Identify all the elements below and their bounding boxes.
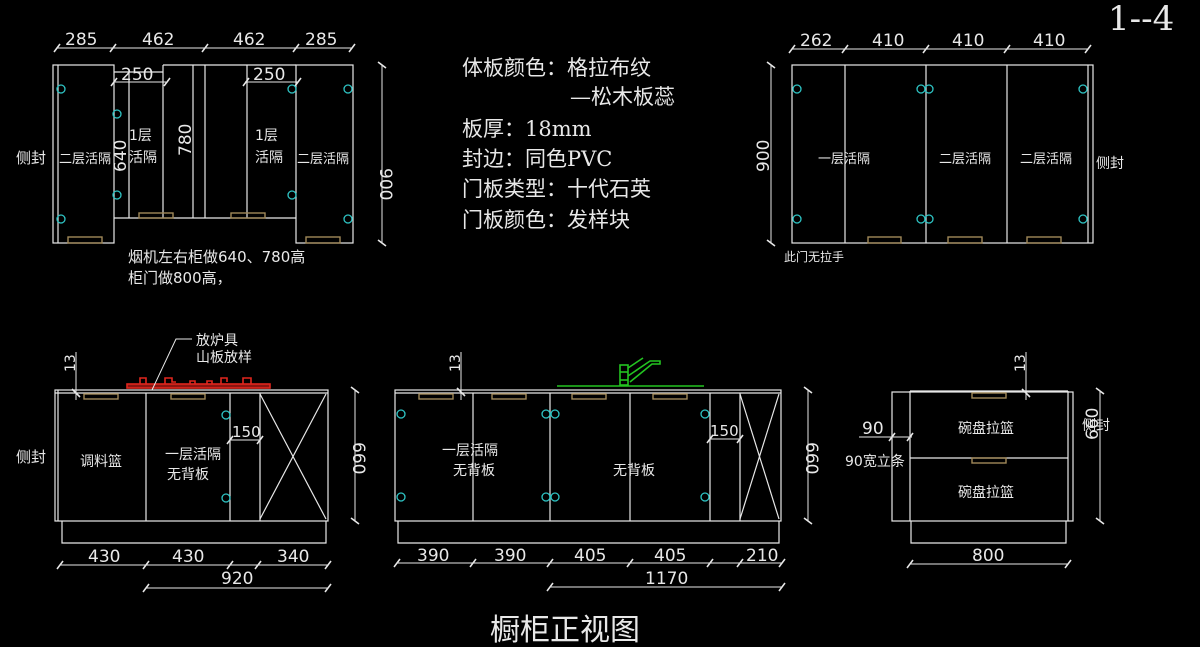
handles (418, 393, 688, 400)
dim-width: 285 (305, 30, 337, 50)
dim-total: 1170 (645, 569, 688, 589)
cabinet-label: 1层 (255, 128, 278, 144)
dim-width: 462 (142, 30, 174, 50)
cabinet-label: 活隔 (255, 150, 283, 166)
dim-width: 462 (233, 30, 265, 50)
filler-width: 150 (232, 423, 261, 441)
dim-width: 410 (1033, 31, 1065, 51)
dim-height: 660 (1083, 408, 1103, 440)
cabinet-label: 无背板 (453, 463, 495, 479)
faucet-icon (557, 357, 704, 387)
cabinet-body (394, 389, 782, 522)
leader-label: 放炉具 (196, 333, 238, 349)
spec-line: —松木板蕊 (570, 85, 675, 109)
cabinet-label: 一层活隔 (165, 447, 221, 463)
dim-width: 285 (65, 30, 97, 50)
dim-width: 405 (654, 546, 686, 566)
spec-line: 门板类型：十代石英 (462, 177, 651, 201)
dim-height: 900 (754, 140, 774, 172)
top-thickness: 13 (1013, 354, 1029, 372)
base-middle-elevation: 13 150 660 一层活隔 无背板 无背板 (393, 352, 821, 592)
base-left-elevation: 放炉具 山板放样 13 150 660 侧封 调料篮 一层活隔 无背板 (16, 333, 368, 593)
dim-width: 410 (952, 31, 984, 51)
leader-label: 山板放样 (196, 350, 252, 366)
cabinet-label: 一层活隔 (442, 443, 498, 459)
cabinet-label: 活隔 (129, 150, 157, 166)
dim-width: 405 (574, 546, 606, 566)
dim-inner-height: 780 (176, 124, 196, 156)
cabinet-label: 一层活隔 (818, 152, 870, 167)
filler-width: 150 (710, 422, 739, 440)
drawer-label: 碗盘拉篮 (958, 484, 1014, 501)
dim-inner-height: 640 (111, 140, 131, 172)
hinges (792, 84, 1088, 224)
top-thickness: 13 (63, 354, 79, 372)
spec-line: 板厚：18mm (462, 117, 592, 141)
spec-line: 门板颜色：发样块 (462, 208, 630, 232)
dim-total: 920 (221, 569, 253, 589)
upper-left-elevation: 285 462 462 285 250 250 640 780 900 (16, 30, 395, 287)
kickboard (397, 521, 780, 544)
dim-width: 800 (972, 546, 1004, 566)
cabinet-label: 无背板 (167, 467, 209, 483)
filler-label: 90宽立条 (845, 453, 905, 470)
top-thickness: 13 (448, 354, 464, 372)
side-seal-label: 侧封 (16, 448, 46, 466)
handles (867, 236, 1062, 244)
sheet-number: 1--4 (1108, 0, 1174, 39)
cabinet-label: 1层 (129, 128, 152, 144)
dim-width: 410 (872, 31, 904, 51)
dim-width: 430 (172, 547, 204, 567)
dim-height: 660 (801, 442, 821, 474)
cabinet-label: 二层活隔 (1020, 152, 1072, 167)
filler-width: 90 (862, 419, 884, 439)
cabinet-label: 二层活隔 (939, 152, 991, 167)
dim-height: 660 (348, 442, 368, 474)
cabinet-body (891, 391, 1074, 522)
side-seal-label: 侧封 (1082, 418, 1110, 434)
dim-width: 340 (277, 547, 309, 567)
spec-line: 封边：同色PVC (462, 147, 612, 171)
side-seal-label: 侧封 (16, 149, 46, 167)
note-line: 烟机左右柜做640、780高 (128, 248, 305, 266)
dim-width: 262 (800, 31, 832, 51)
dim-width: 210 (746, 546, 778, 566)
cabinet-label: 二层活隔 (297, 152, 349, 167)
dim-width: 430 (88, 547, 120, 567)
cabinet-label: 二层活隔 (59, 152, 111, 167)
cabinet-body (54, 389, 329, 522)
note: 此门无拉手 (784, 249, 844, 264)
upper-right-elevation: 262 410 410 410 900 一层活隔 二层活隔 二层活隔 侧封 此门… (754, 31, 1124, 264)
cabinet-label: 调料篮 (80, 454, 122, 470)
dim-width: 390 (417, 546, 449, 566)
kickboard (910, 521, 1067, 544)
leader-line (151, 338, 192, 391)
note-line: 柜门做800高， (128, 269, 232, 287)
stove-icon (126, 377, 271, 389)
kickboard (61, 521, 327, 544)
side-seal-label: 侧封 (1096, 156, 1124, 172)
dim-inner-width: 250 (121, 65, 153, 85)
hinges (56, 84, 353, 224)
drawer-label: 碗盘拉篮 (958, 420, 1014, 437)
hinges (396, 409, 710, 502)
dim-width: 390 (494, 546, 526, 566)
dim-height: 900 (375, 168, 395, 200)
material-specs: 体板颜色：格拉布纹 —松木板蕊 板厚：18mm 封边：同色PVC 门板类型：十代… (462, 56, 675, 232)
cabinet-label: 无背板 (613, 463, 655, 479)
dim-inner-width: 250 (253, 65, 285, 85)
spec-line: 体板颜色：格拉布纹 (462, 56, 651, 80)
drawing-title: 橱柜正视图 (490, 613, 640, 647)
base-right-elevation: 13 碗盘拉篮 碗盘拉篮 90 90宽立条 660 侧封 800 (845, 352, 1110, 569)
dim-ticks (53, 43, 356, 53)
cabinet-body (791, 64, 1094, 244)
handles (67, 212, 341, 244)
